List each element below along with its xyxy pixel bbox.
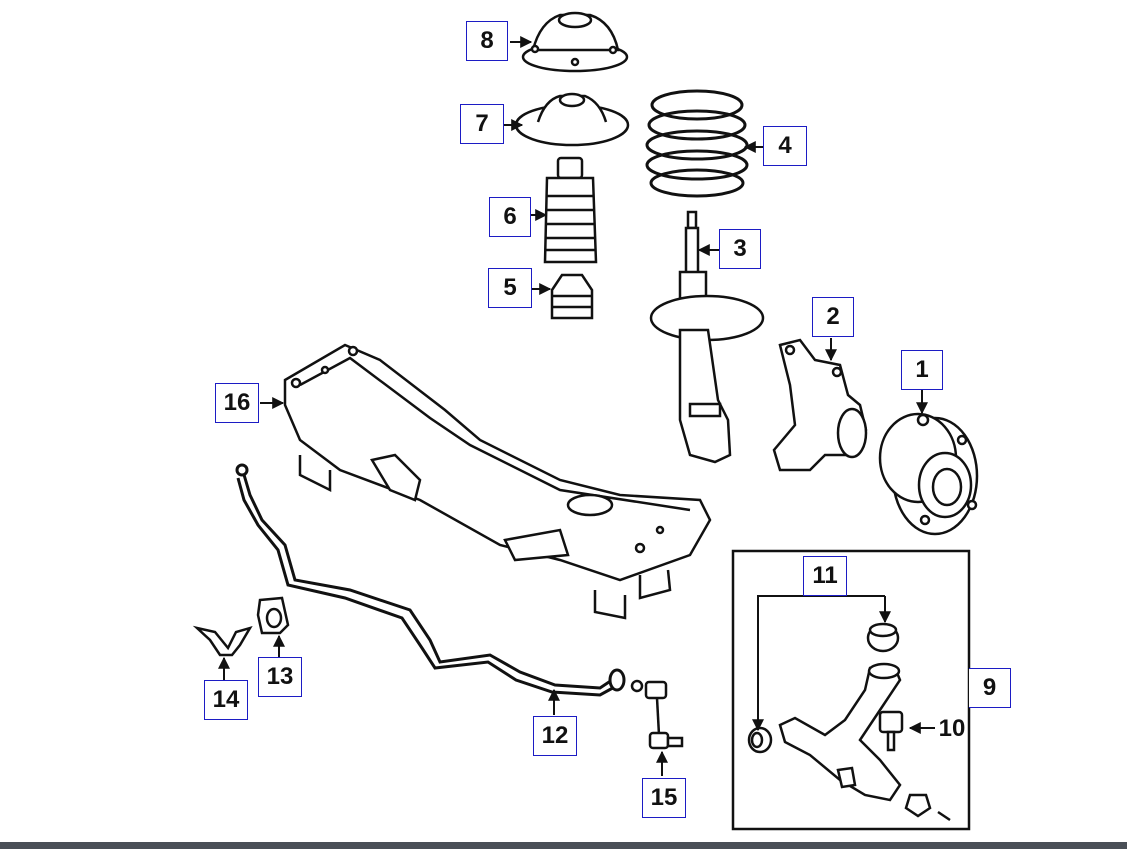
callout-8: 8 bbox=[466, 21, 508, 61]
coil-spring-drawing bbox=[645, 89, 749, 198]
leader-lines bbox=[218, 36, 935, 776]
callout-3: 3 bbox=[719, 229, 761, 269]
callout-1: 1 bbox=[901, 350, 943, 390]
callout-12: 12 bbox=[533, 716, 577, 756]
lower-control-arm-drawing bbox=[778, 662, 902, 802]
hub-bearing-drawing bbox=[878, 412, 979, 536]
bushing-bracket-drawing bbox=[192, 625, 253, 657]
callout-5: 5 bbox=[488, 268, 532, 308]
callout-15: 15 bbox=[642, 778, 686, 818]
callout-14: 14 bbox=[204, 680, 248, 720]
bottom-bar bbox=[0, 842, 1127, 849]
callout-7: 7 bbox=[460, 104, 504, 144]
stabilizer-bar-drawing bbox=[235, 463, 626, 697]
control-arm-bushings-drawing bbox=[747, 622, 900, 754]
dust-boot-drawing bbox=[543, 156, 598, 264]
callout-13: 13 bbox=[258, 657, 302, 697]
spring-seat-drawing bbox=[514, 92, 630, 147]
bump-stop-drawing bbox=[550, 273, 594, 320]
crossmember-drawing bbox=[283, 343, 712, 620]
stabilizer-link-drawing bbox=[630, 679, 684, 750]
callout-10: 10 bbox=[938, 715, 966, 742]
callout-2: 2 bbox=[812, 297, 854, 337]
callout-4: 4 bbox=[763, 126, 807, 166]
strut-assembly-drawing bbox=[649, 210, 765, 464]
stabilizer-bushing-drawing bbox=[256, 596, 290, 635]
callout-9: 9 bbox=[969, 668, 1011, 708]
callout-16: 16 bbox=[215, 383, 259, 423]
steering-knuckle-drawing bbox=[772, 338, 868, 472]
ball-joint-drawing bbox=[878, 710, 951, 822]
callout-6: 6 bbox=[489, 197, 531, 237]
strut-mount-drawing bbox=[521, 11, 629, 73]
callout-11: 11 bbox=[803, 556, 847, 596]
